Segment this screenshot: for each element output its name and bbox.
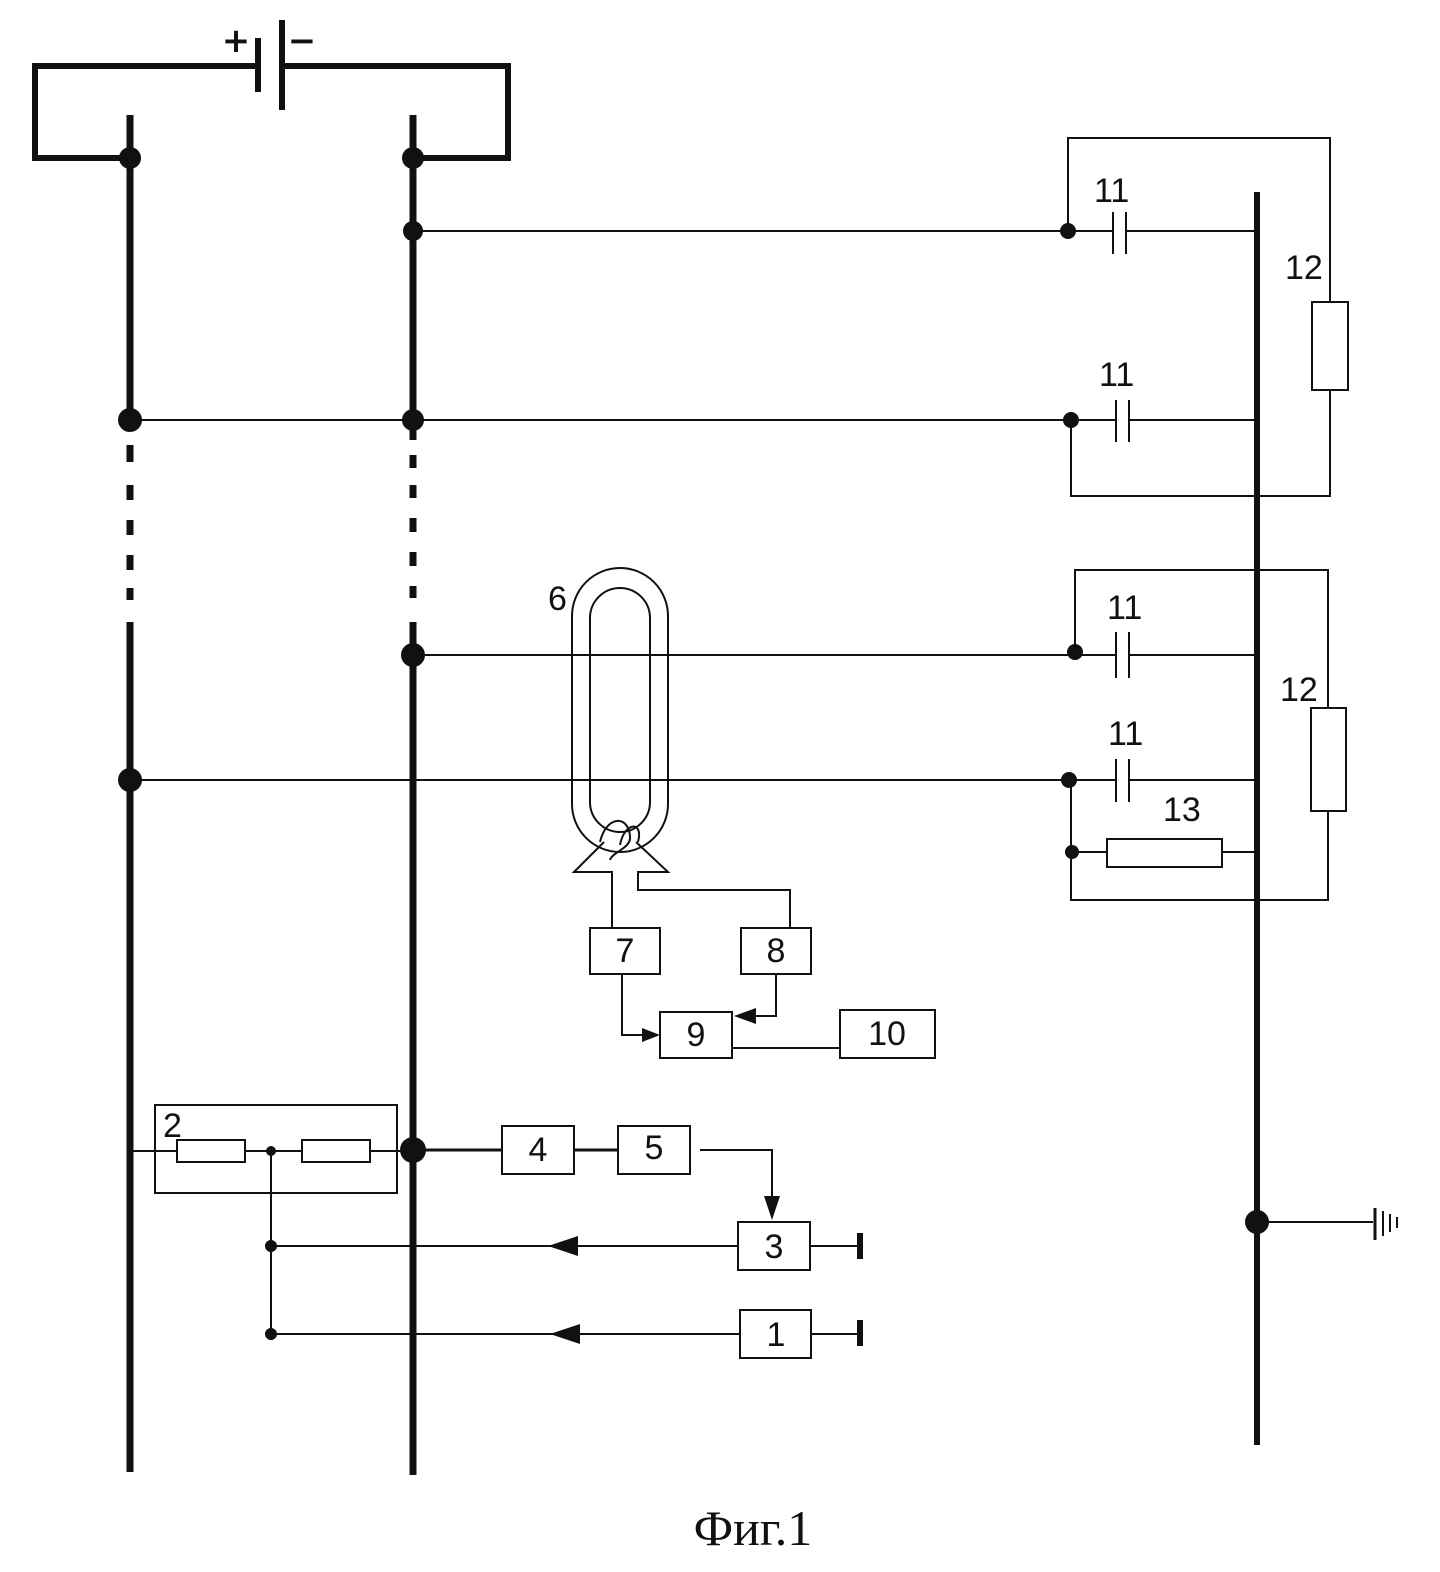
block-9: 9 — [687, 1016, 706, 1054]
block-5: 5 — [645, 1129, 664, 1167]
block-4: 4 — [529, 1131, 548, 1169]
branch-4 — [130, 759, 1257, 867]
arrow-5-to-3 — [764, 1196, 780, 1220]
battery-minus-sign: − — [288, 21, 317, 61]
block-7: 7 — [616, 932, 635, 970]
label-11-a: 11 — [1094, 172, 1129, 210]
figure-caption: Фиг.1 — [694, 1500, 813, 1556]
label-12-a: 12 — [1285, 249, 1323, 287]
junction-dots — [118, 147, 1269, 1340]
arrow-7-to-9 — [642, 1028, 660, 1042]
label-12-b: 12 — [1280, 671, 1318, 709]
label-2: 2 — [163, 1107, 182, 1145]
arrow-1-to-bus — [550, 1324, 580, 1344]
branch-3 — [413, 570, 1346, 900]
arrow-8-to-9 — [734, 1008, 756, 1024]
block-1: 1 — [767, 1316, 786, 1354]
label-13: 13 — [1163, 791, 1201, 829]
ground-symbol — [1257, 1208, 1397, 1240]
label-11-c: 11 — [1107, 589, 1142, 627]
branch-1 — [413, 138, 1348, 496]
battery-plus-sign: + — [222, 21, 251, 61]
branch-2 — [130, 400, 1257, 442]
block-10: 10 — [868, 1015, 906, 1053]
block-8: 8 — [767, 932, 786, 970]
label-11-b: 11 — [1099, 356, 1134, 394]
battery — [35, 20, 508, 158]
label-6: 6 — [548, 580, 567, 618]
arrow-3-to-bus — [548, 1236, 578, 1256]
label-11-d: 11 — [1108, 715, 1143, 753]
current-sensor-6 — [572, 568, 790, 928]
block-3: 3 — [765, 1228, 784, 1266]
